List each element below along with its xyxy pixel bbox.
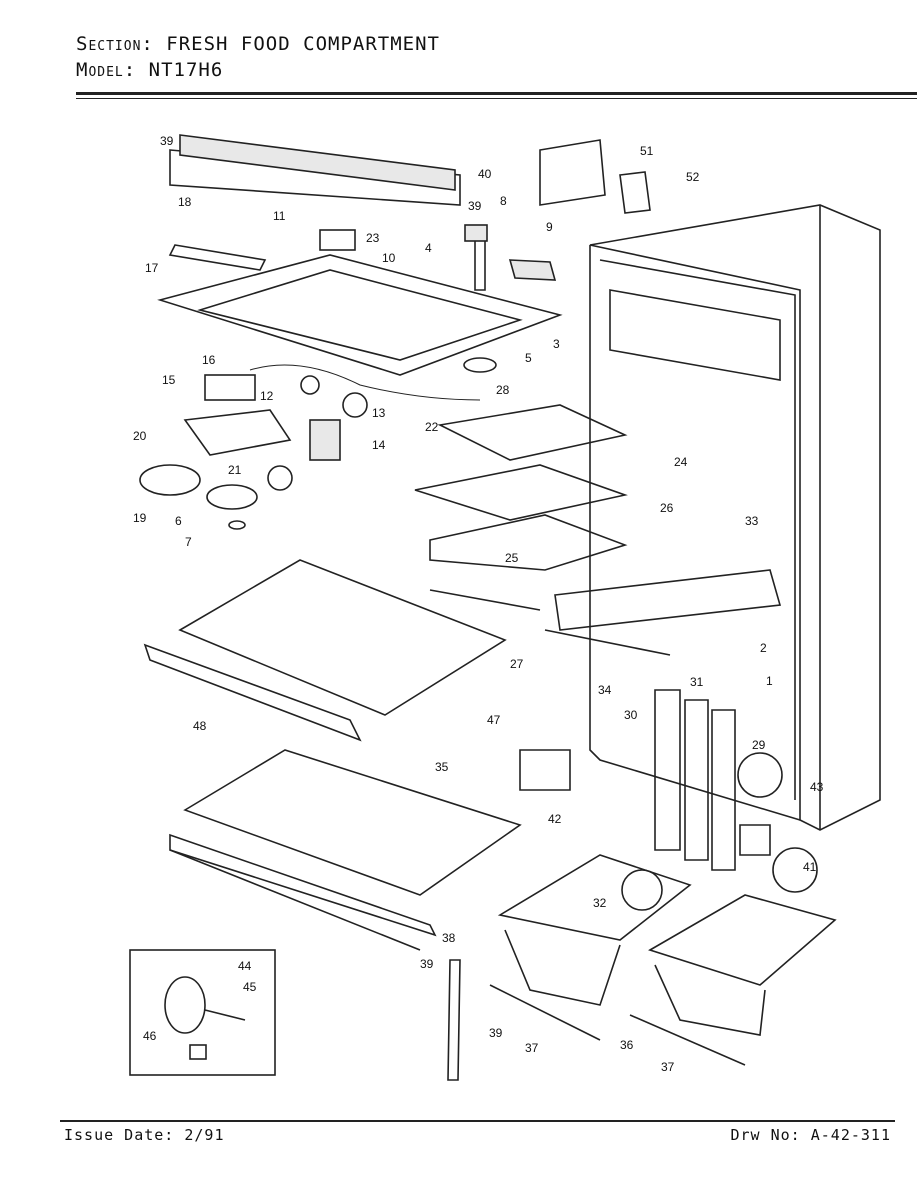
wire-shelf-large (143, 559, 507, 742)
callout-49: 47 (487, 713, 501, 727)
callout-1: 1 (766, 674, 773, 688)
callout-25: 25 (505, 551, 519, 565)
callout-4: 4 (425, 241, 432, 255)
callout-39b: 39 (489, 1026, 503, 1040)
cabinet-shell (589, 204, 881, 831)
top-cover-assembly (157, 134, 651, 376)
section-label: Section: (76, 33, 154, 55)
callout-30: 30 (624, 708, 638, 722)
callout-35: 35 (435, 760, 449, 774)
callout-7: 7 (185, 535, 192, 549)
callout-9: 9 (546, 220, 553, 234)
callout-39a: 39 (420, 957, 434, 971)
callout-21: 21 (228, 463, 242, 477)
callout-38: 38 (442, 931, 456, 945)
callout-5: 5 (525, 351, 532, 365)
callout-13: 13 (372, 406, 386, 420)
callout-37b: 37 (661, 1060, 675, 1074)
callout-47: 45 (243, 980, 257, 994)
callout-11: 11 (273, 209, 286, 223)
control-assembly (139, 364, 481, 530)
callout-3: 3 (553, 337, 560, 351)
model-label: Model: (76, 59, 137, 81)
model-line: Model: NT17H6 (76, 59, 223, 81)
callout-27: 27 (510, 657, 524, 671)
callout-10: 10 (382, 251, 396, 265)
callout-32: 32 (593, 896, 607, 910)
callout-8: 8 (500, 194, 507, 208)
callout-15: 15 (162, 373, 176, 387)
drawing-number: Drw No: A-42-311 (730, 1126, 891, 1144)
callout-26: 26 (660, 501, 674, 515)
callout-37a: 37 (525, 1041, 539, 1055)
callout-6: 6 (175, 514, 182, 528)
header-rule-thick (76, 92, 917, 95)
callout-16: 16 (202, 353, 216, 367)
callout-12: 12 (260, 389, 274, 403)
callout-36: 36 (620, 1038, 634, 1052)
callout-17: 17 (145, 261, 159, 275)
door-bins-area (447, 689, 837, 1081)
callout-40: 39 (468, 199, 482, 213)
callout-46: 44 (238, 959, 252, 973)
glass-shelf (169, 749, 522, 951)
callout-48: 46 (143, 1029, 157, 1043)
callout-33: 33 (745, 514, 759, 528)
section-line: Section: FRESH FOOD COMPARTMENT (76, 33, 440, 55)
callout-43: 41 (803, 860, 817, 874)
meat-keeper-assembly (414, 404, 782, 656)
callout-28: 28 (496, 383, 510, 397)
callout-labels: 39 40 39 8 51 52 18 11 23 9 4 10 17 3 16… (133, 134, 824, 1074)
callout-44: 42 (548, 812, 562, 826)
issue-date: Issue Date: 2/91 (64, 1126, 225, 1144)
callout-45: 43 (810, 780, 824, 794)
model-value: NT17H6 (148, 59, 224, 81)
callout-23: 23 (366, 231, 380, 245)
callout-31: 31 (690, 675, 704, 689)
callout-42: 40 (478, 167, 492, 181)
callout-41: 39 (160, 134, 174, 148)
callout-52: 52 (686, 170, 700, 184)
callout-51: 51 (640, 144, 654, 158)
callout-50: 48 (193, 719, 207, 733)
callout-18: 18 (178, 195, 192, 209)
header-rule-thin (76, 98, 917, 99)
footer-rule (60, 1120, 895, 1122)
callout-2: 2 (760, 641, 767, 655)
callout-19: 19 (133, 511, 147, 525)
callout-22: 22 (425, 420, 439, 434)
callout-34: 34 (598, 683, 612, 697)
callout-29: 29 (752, 738, 766, 752)
callout-24: 24 (674, 455, 688, 469)
callout-20: 20 (133, 429, 147, 443)
section-value: FRESH FOOD COMPARTMENT (166, 33, 440, 55)
callout-14: 14 (372, 438, 386, 452)
roller-inset (129, 949, 276, 1076)
